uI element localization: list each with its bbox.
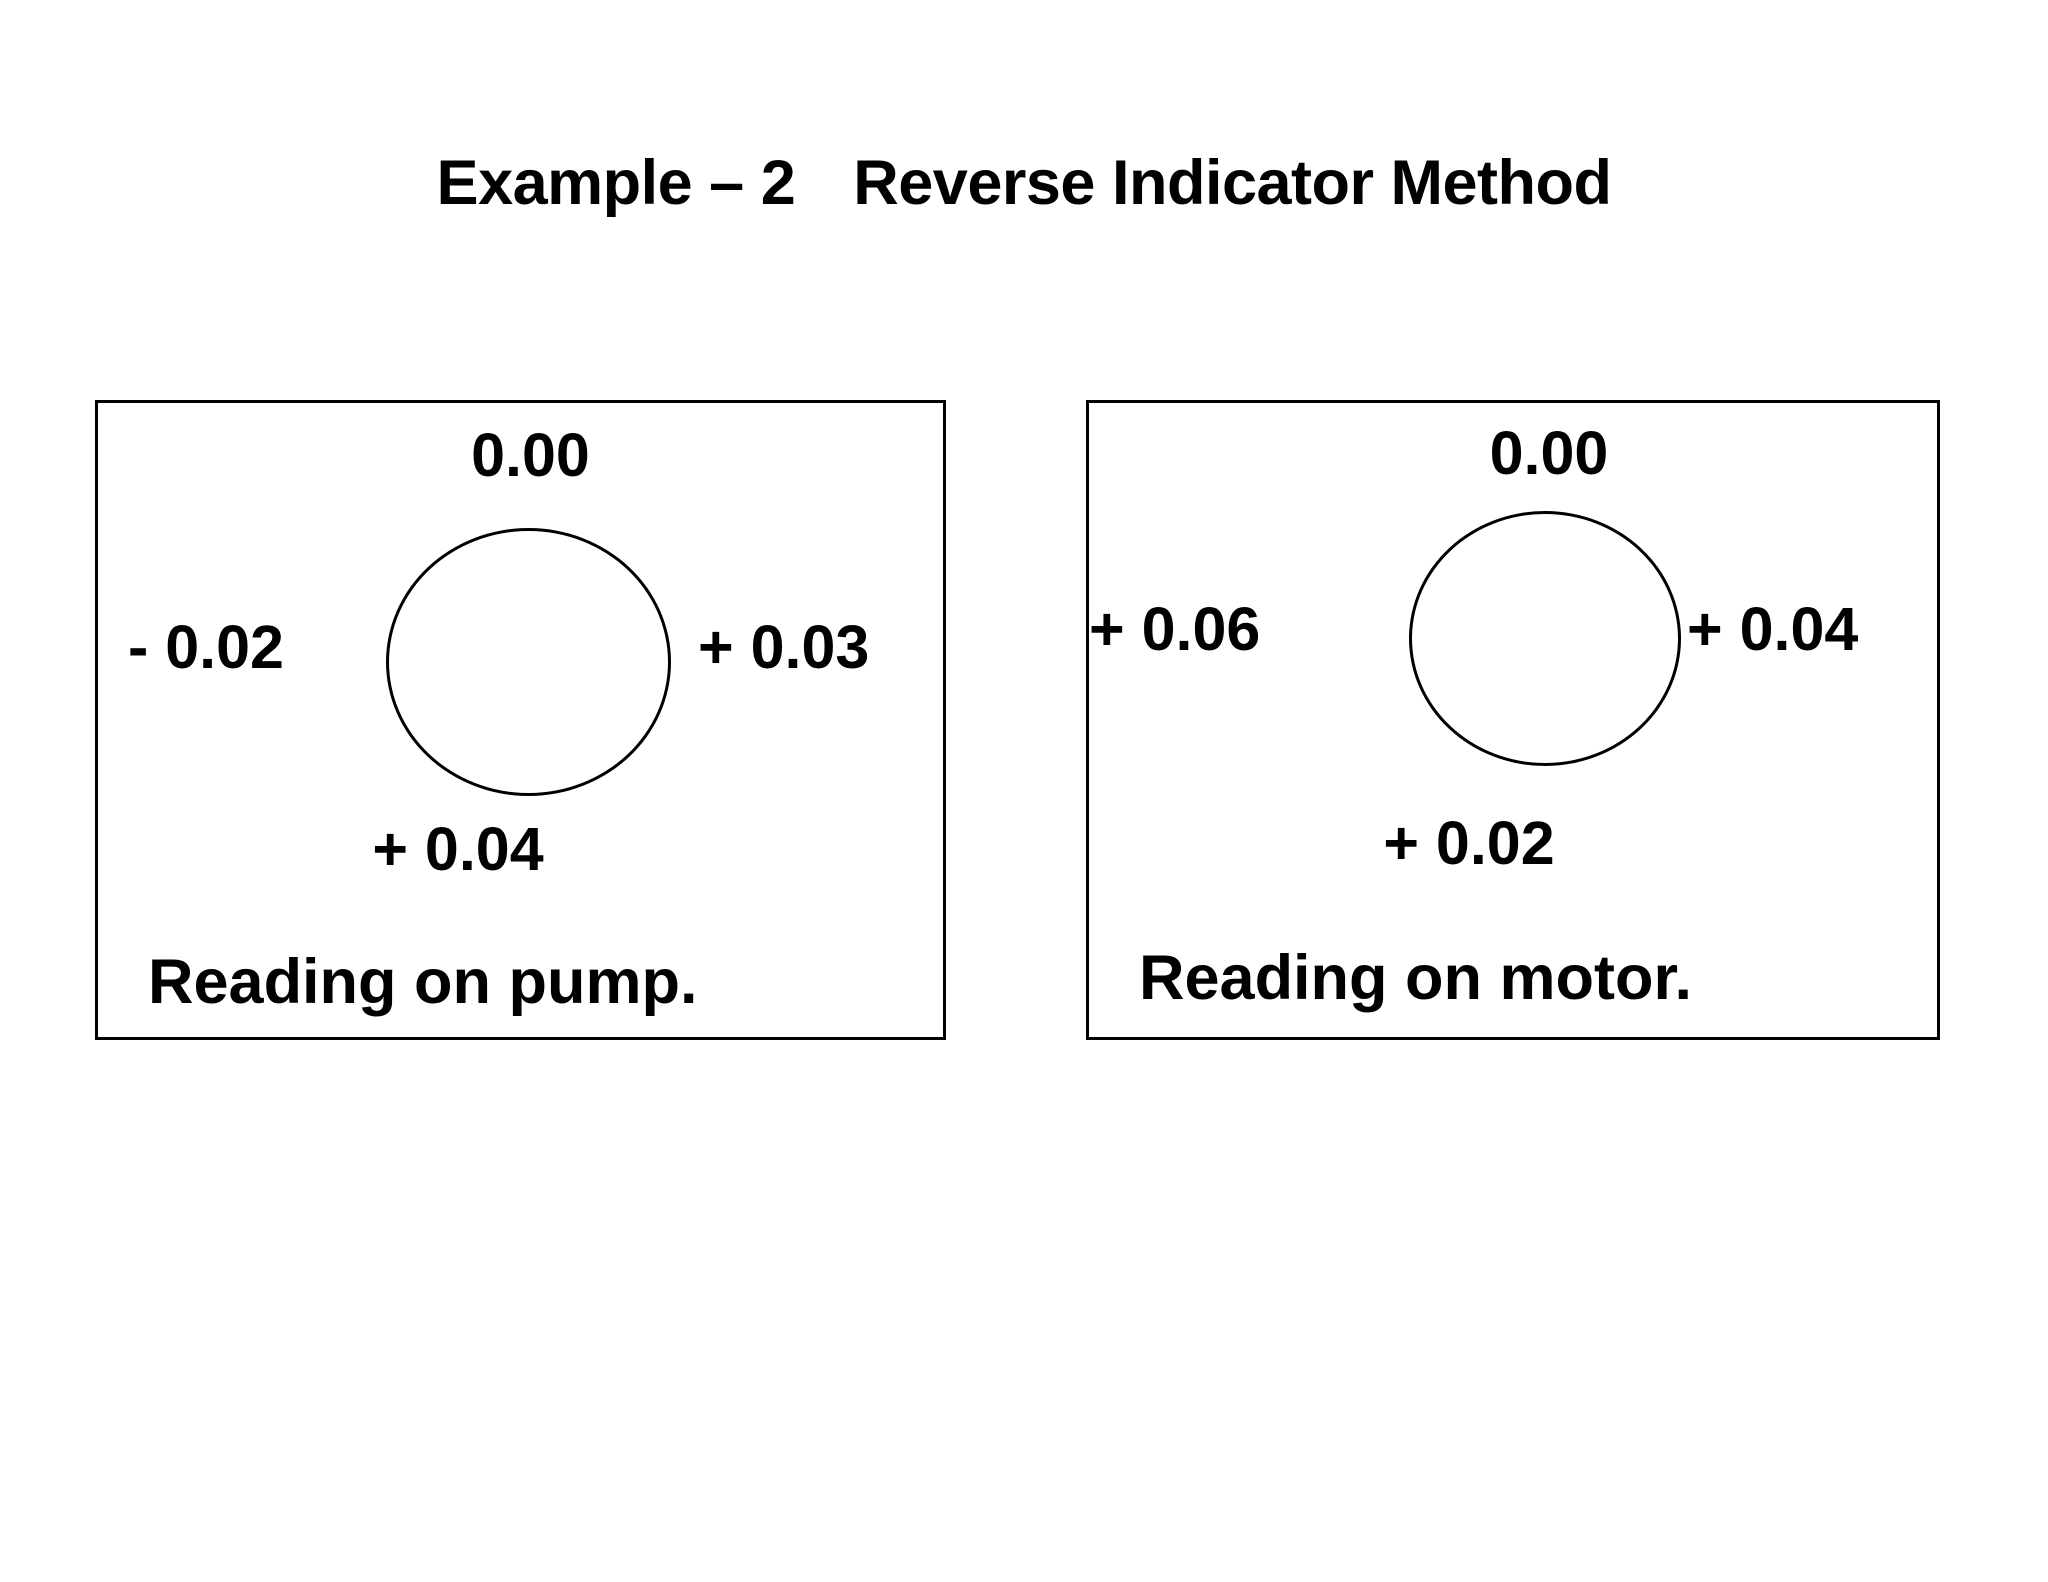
title-example-label: Example – 2 (436, 148, 796, 218)
pump-coupling-circle (386, 528, 671, 796)
motor-reading-bottom: + 0.02 (1383, 809, 1555, 877)
pump-reading-bottom: + 0.04 (372, 815, 544, 883)
pump-caption: Reading on pump. (148, 947, 698, 1017)
pump-reading-right: + 0.03 (698, 613, 870, 681)
title-method-label: Reverse Indicator Method (853, 148, 1612, 218)
pump-reading-panel: 0.00 - 0.02 + 0.03 + 0.04 Reading on pum… (95, 400, 946, 1040)
motor-caption: Reading on motor. (1139, 943, 1693, 1013)
motor-reading-top: 0.00 (1489, 419, 1609, 487)
motor-coupling-circle (1409, 511, 1681, 766)
motor-reading-right: + 0.04 (1687, 595, 1859, 663)
motor-reading-panel: 0.00 + 0.06 + 0.04 + 0.02 Reading on mot… (1086, 400, 1940, 1040)
pump-reading-top: 0.00 (471, 421, 590, 489)
motor-reading-left: + 0.06 (1089, 595, 1261, 663)
pump-reading-left: - 0.02 (128, 613, 284, 681)
